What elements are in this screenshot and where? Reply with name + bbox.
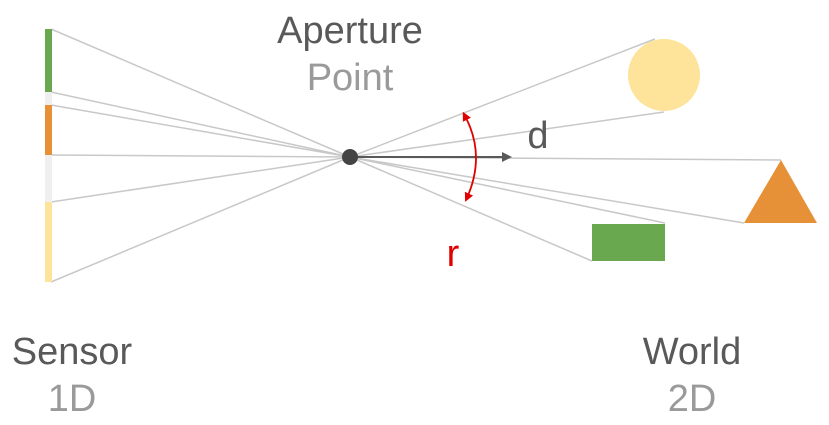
ray [50, 154, 351, 158]
aperture-subtitle: Point [307, 57, 394, 99]
sensor-segment-white [45, 92, 52, 105]
direction-label: d [527, 115, 548, 157]
ray [349, 111, 665, 158]
ray [349, 38, 656, 158]
ray [349, 156, 593, 262]
ray [50, 104, 351, 158]
ray [50, 91, 351, 158]
sensor-bar [45, 29, 52, 282]
world-title: World [643, 331, 742, 373]
orange-triangle [744, 160, 817, 223]
world-subtitle: 2D [668, 378, 717, 420]
world-rays [349, 38, 782, 262]
ray [349, 156, 666, 224]
sensor-subtitle: 1D [48, 378, 97, 420]
ray [50, 28, 351, 158]
sensor-title: Sensor [12, 331, 133, 373]
ray [349, 156, 745, 224]
sun-circle [628, 39, 700, 111]
ray [50, 156, 351, 283]
angle-label: r [447, 233, 460, 275]
aperture-title: Aperture [277, 10, 423, 52]
sensor-segment-white [45, 155, 52, 202]
sensor-segment-orange [45, 105, 52, 155]
ray [50, 156, 351, 203]
green-rectangle [592, 224, 665, 261]
aperture-dot [342, 149, 358, 165]
sensor-segment-green [45, 29, 52, 92]
angle-arc [462, 111, 477, 202]
sensor-segment-yellow [45, 202, 52, 282]
sensor-rays [50, 28, 351, 283]
